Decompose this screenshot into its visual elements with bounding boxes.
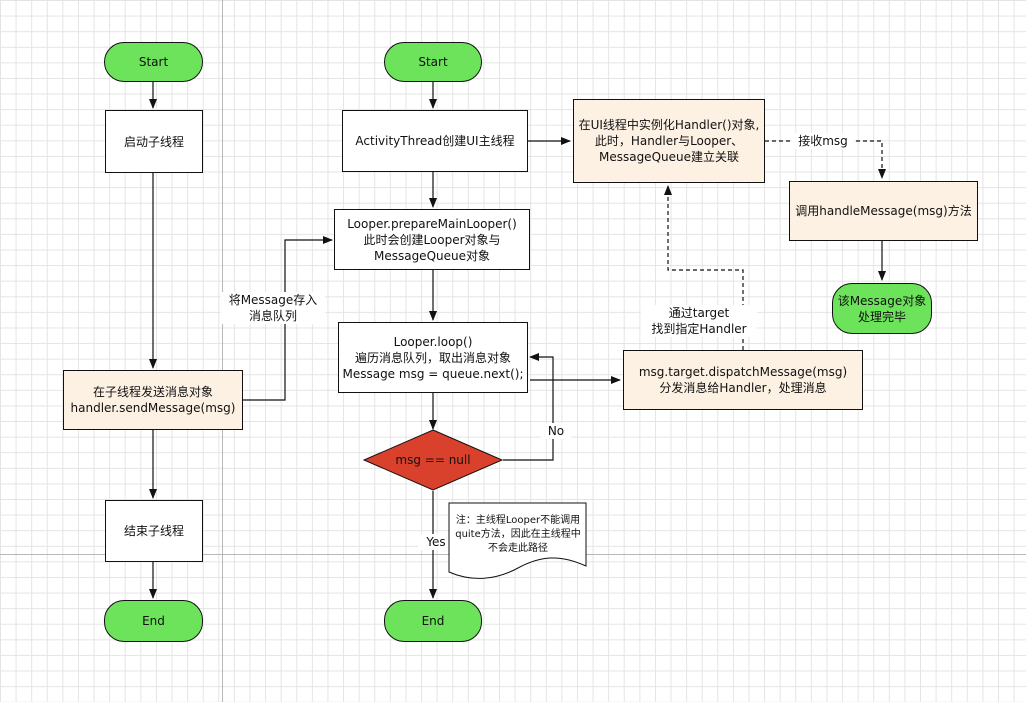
decision-label: msg == null [395, 453, 471, 467]
yes-edge-label: Yes [418, 534, 454, 550]
create-ui-thread-node: ActivityThread创建UI主线程 [342, 110, 528, 172]
note-text: 注：主线程Looper不能调用 quite方法，因此在主线程中 不会走此路径 [455, 515, 581, 554]
end-left-node: End [104, 600, 203, 642]
message-processed-node: 该Message对象 处理完毕 [832, 283, 932, 334]
find-handler-edge-label: 通过target 找到指定Handler [641, 305, 757, 337]
note-shape [448, 502, 587, 579]
no-edge-label: No [541, 423, 571, 439]
start-left-node: Start [104, 42, 203, 82]
decision-diamond [362, 429, 504, 491]
start-main-node: Start [384, 42, 482, 82]
prepare-main-looper-node: Looper.prepareMainLooper() 此时会创建Looper对象… [334, 209, 530, 270]
handle-message-node: 调用handleMessage(msg)方法 [789, 181, 978, 241]
send-message-node: 在子线程发送消息对象 handler.sendMessage(msg) [63, 370, 243, 430]
start-sub-thread-node: 启动子线程 [105, 110, 203, 173]
receive-msg-edge-label: 接收msg [792, 133, 854, 149]
end-sub-thread-node: 结束子线程 [105, 500, 203, 562]
looper-loop-node: Looper.loop() 遍历消息队列，取出消息对象 Message msg … [338, 322, 528, 393]
dispatch-message-node: msg.target.dispatchMessage(msg) 分发消息给Han… [623, 350, 863, 410]
end-main-node: End [384, 600, 482, 642]
instantiate-handler-node: 在UI线程中实例化Handler()对象, 此时，Handler与Looper、… [573, 99, 765, 183]
page-break-vertical [222, 0, 223, 702]
enqueue-edge-label: 将Message存入 消息队列 [221, 292, 325, 324]
